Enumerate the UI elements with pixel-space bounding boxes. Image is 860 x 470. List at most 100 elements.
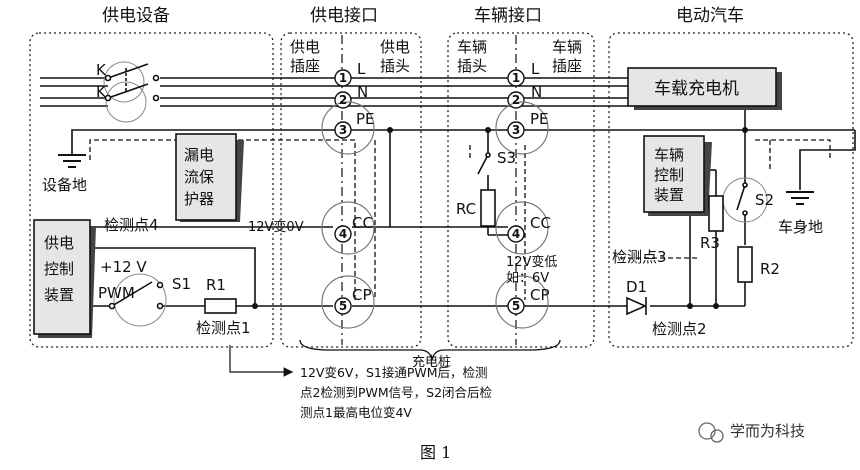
vehicle-pin-5-num: 5 [512,299,520,313]
watermark-icon [698,422,716,440]
switch-s3 [477,152,491,175]
pin-numbers: 1 2 3 4 5 1 2 3 4 5 [339,71,520,313]
supply-socket-label-1: 供电 [290,38,320,56]
resistor-rc-label: RC [456,200,476,218]
supply-control-text-1: 供电 [44,234,74,252]
pin-labels: L N PE CC CP L N PE CC CP [352,60,551,304]
switch-s3-label: S3 [497,149,516,167]
equipment-ground-icon [58,154,86,168]
equipment-ground-label: 设备地 [42,176,87,194]
plus12v-label: +12 V [100,258,147,276]
diode-d1-label: D1 [626,278,647,296]
supply-pin-label-pe: PE [356,110,375,128]
vehicle-pins [507,69,525,315]
cc-change-annotation: 12V变0V [248,219,304,235]
note-line-1: 12V变6V，S1接通PWM后，检测 [300,365,488,380]
vehicle-pin-label-l: L [531,60,540,78]
diode-d1 [626,296,647,316]
supply-pin-2-num: 2 [339,93,347,107]
vehicle-socket-label-1: 车辆 [552,38,582,56]
supply-control-block: 供电 控制 装置 [33,219,96,338]
supply-pin-4 [334,225,352,243]
supply-pin-3-num: 3 [339,123,347,137]
supply-control-text-3: 装置 [44,286,74,304]
note-arrow [229,345,294,377]
switch-k [103,61,160,123]
watermark: 学而为科技 [698,422,805,443]
resistor-r1-label: R1 [206,276,226,294]
body-ground-icon [786,191,814,205]
section-boxes [29,32,854,348]
vehicle-pin-3 [507,121,525,139]
body-ground-label: 车身地 [778,218,823,236]
vehicle-pin-2-num: 2 [512,93,520,107]
vehicle-pin-1-num: 1 [512,71,520,85]
supply-pin-1 [334,69,352,87]
supply-pin-label-cp: CP [352,286,372,304]
vehicle-control-text-1: 车辆 [654,146,684,164]
detection-point-1: 检测点1 [196,319,251,337]
supply-control-text-2: 控制 [44,260,74,278]
pwm-label: PWM [98,284,135,302]
switch-k-label-1: K [96,61,107,79]
title-supply-interface: 供电接口 [310,6,378,26]
vehicle-pin-label-pe: PE [530,110,549,128]
vehicle-pin-label-cc: CC [530,214,551,232]
rcd-block: 漏电 流保 护器 [175,133,244,222]
detection-point-2: 检测点2 [652,320,707,338]
watermark-text: 学而为科技 [730,422,805,440]
connector-rings [321,101,549,329]
switch-s1 [108,273,167,327]
supply-interface-box [280,32,422,348]
supply-pin-label-cc: CC [352,214,373,232]
resistor-r3-label: R3 [700,234,720,252]
supply-equipment-box [29,32,274,348]
switch-s1-label: S1 [172,275,191,293]
supply-plug-label-2: 插头 [380,57,410,75]
supply-pin-1-num: 1 [339,71,347,85]
vehicle-pin-3-num: 3 [512,123,520,137]
title-supply-equipment: 供电设备 [102,6,170,26]
title-electric-vehicle: 电动汽车 [676,6,744,26]
resistor-r3 [708,195,724,232]
vehicle-control-text-3: 装置 [654,186,684,204]
vehicle-control-text-2: 控制 [654,166,684,184]
detection-point-3: 检测点3 [612,248,667,266]
supply-pin-4-num: 4 [339,227,347,241]
supply-socket-label-2: 插座 [290,57,320,75]
supply-plug-label-1: 供电 [380,38,410,56]
cable-brace [299,339,561,361]
resistor-rc [480,189,496,227]
supply-pin-label-l: L [357,60,366,78]
junction-dots [252,127,748,309]
vehicle-pin-1 [507,69,525,87]
vehicle-pin-4 [507,225,525,243]
supply-pin-5-num: 5 [339,299,347,313]
figure-caption: 图 1 [420,443,451,462]
supply-pin-3 [334,121,352,139]
connector-labels: 供电 插座 供电 插头 车辆 插头 车辆 插座 [290,38,582,75]
resistor-r2 [737,246,753,283]
vehicle-plug-label-1: 车辆 [457,38,487,56]
cable-label: 充电桩 [412,354,451,370]
resistor-r2-label: R2 [760,260,780,278]
vehicle-pin-label-n: N [531,83,542,101]
detection-point-4: 检测点4 [104,216,159,234]
supply-pin-label-n: N [357,83,368,101]
v-low-annotation-2: 如：6V [506,270,549,286]
v-low-annotation-1: 12V变低 [506,254,557,270]
vehicle-control-block: 车辆 控制 装置 [643,135,712,216]
onboard-charger-block: 车载充电机 [627,67,782,110]
vehicle-socket-label-2: 插座 [552,57,582,75]
vehicle-plug-label-2: 插头 [457,57,487,75]
resistor-r1 [204,298,237,314]
note-line-2: 点2检测到PWM信号，S2闭合后检 [300,385,493,400]
switch-s2-label: S2 [755,191,774,209]
note-line-3: 测点1最高电位变4V [300,405,412,420]
vehicle-pin-4-num: 4 [512,227,520,241]
vehicle-pin-5 [507,297,525,315]
vehicle-pin-label-cp: CP [530,286,550,304]
title-vehicle-interface: 车辆接口 [474,6,542,26]
